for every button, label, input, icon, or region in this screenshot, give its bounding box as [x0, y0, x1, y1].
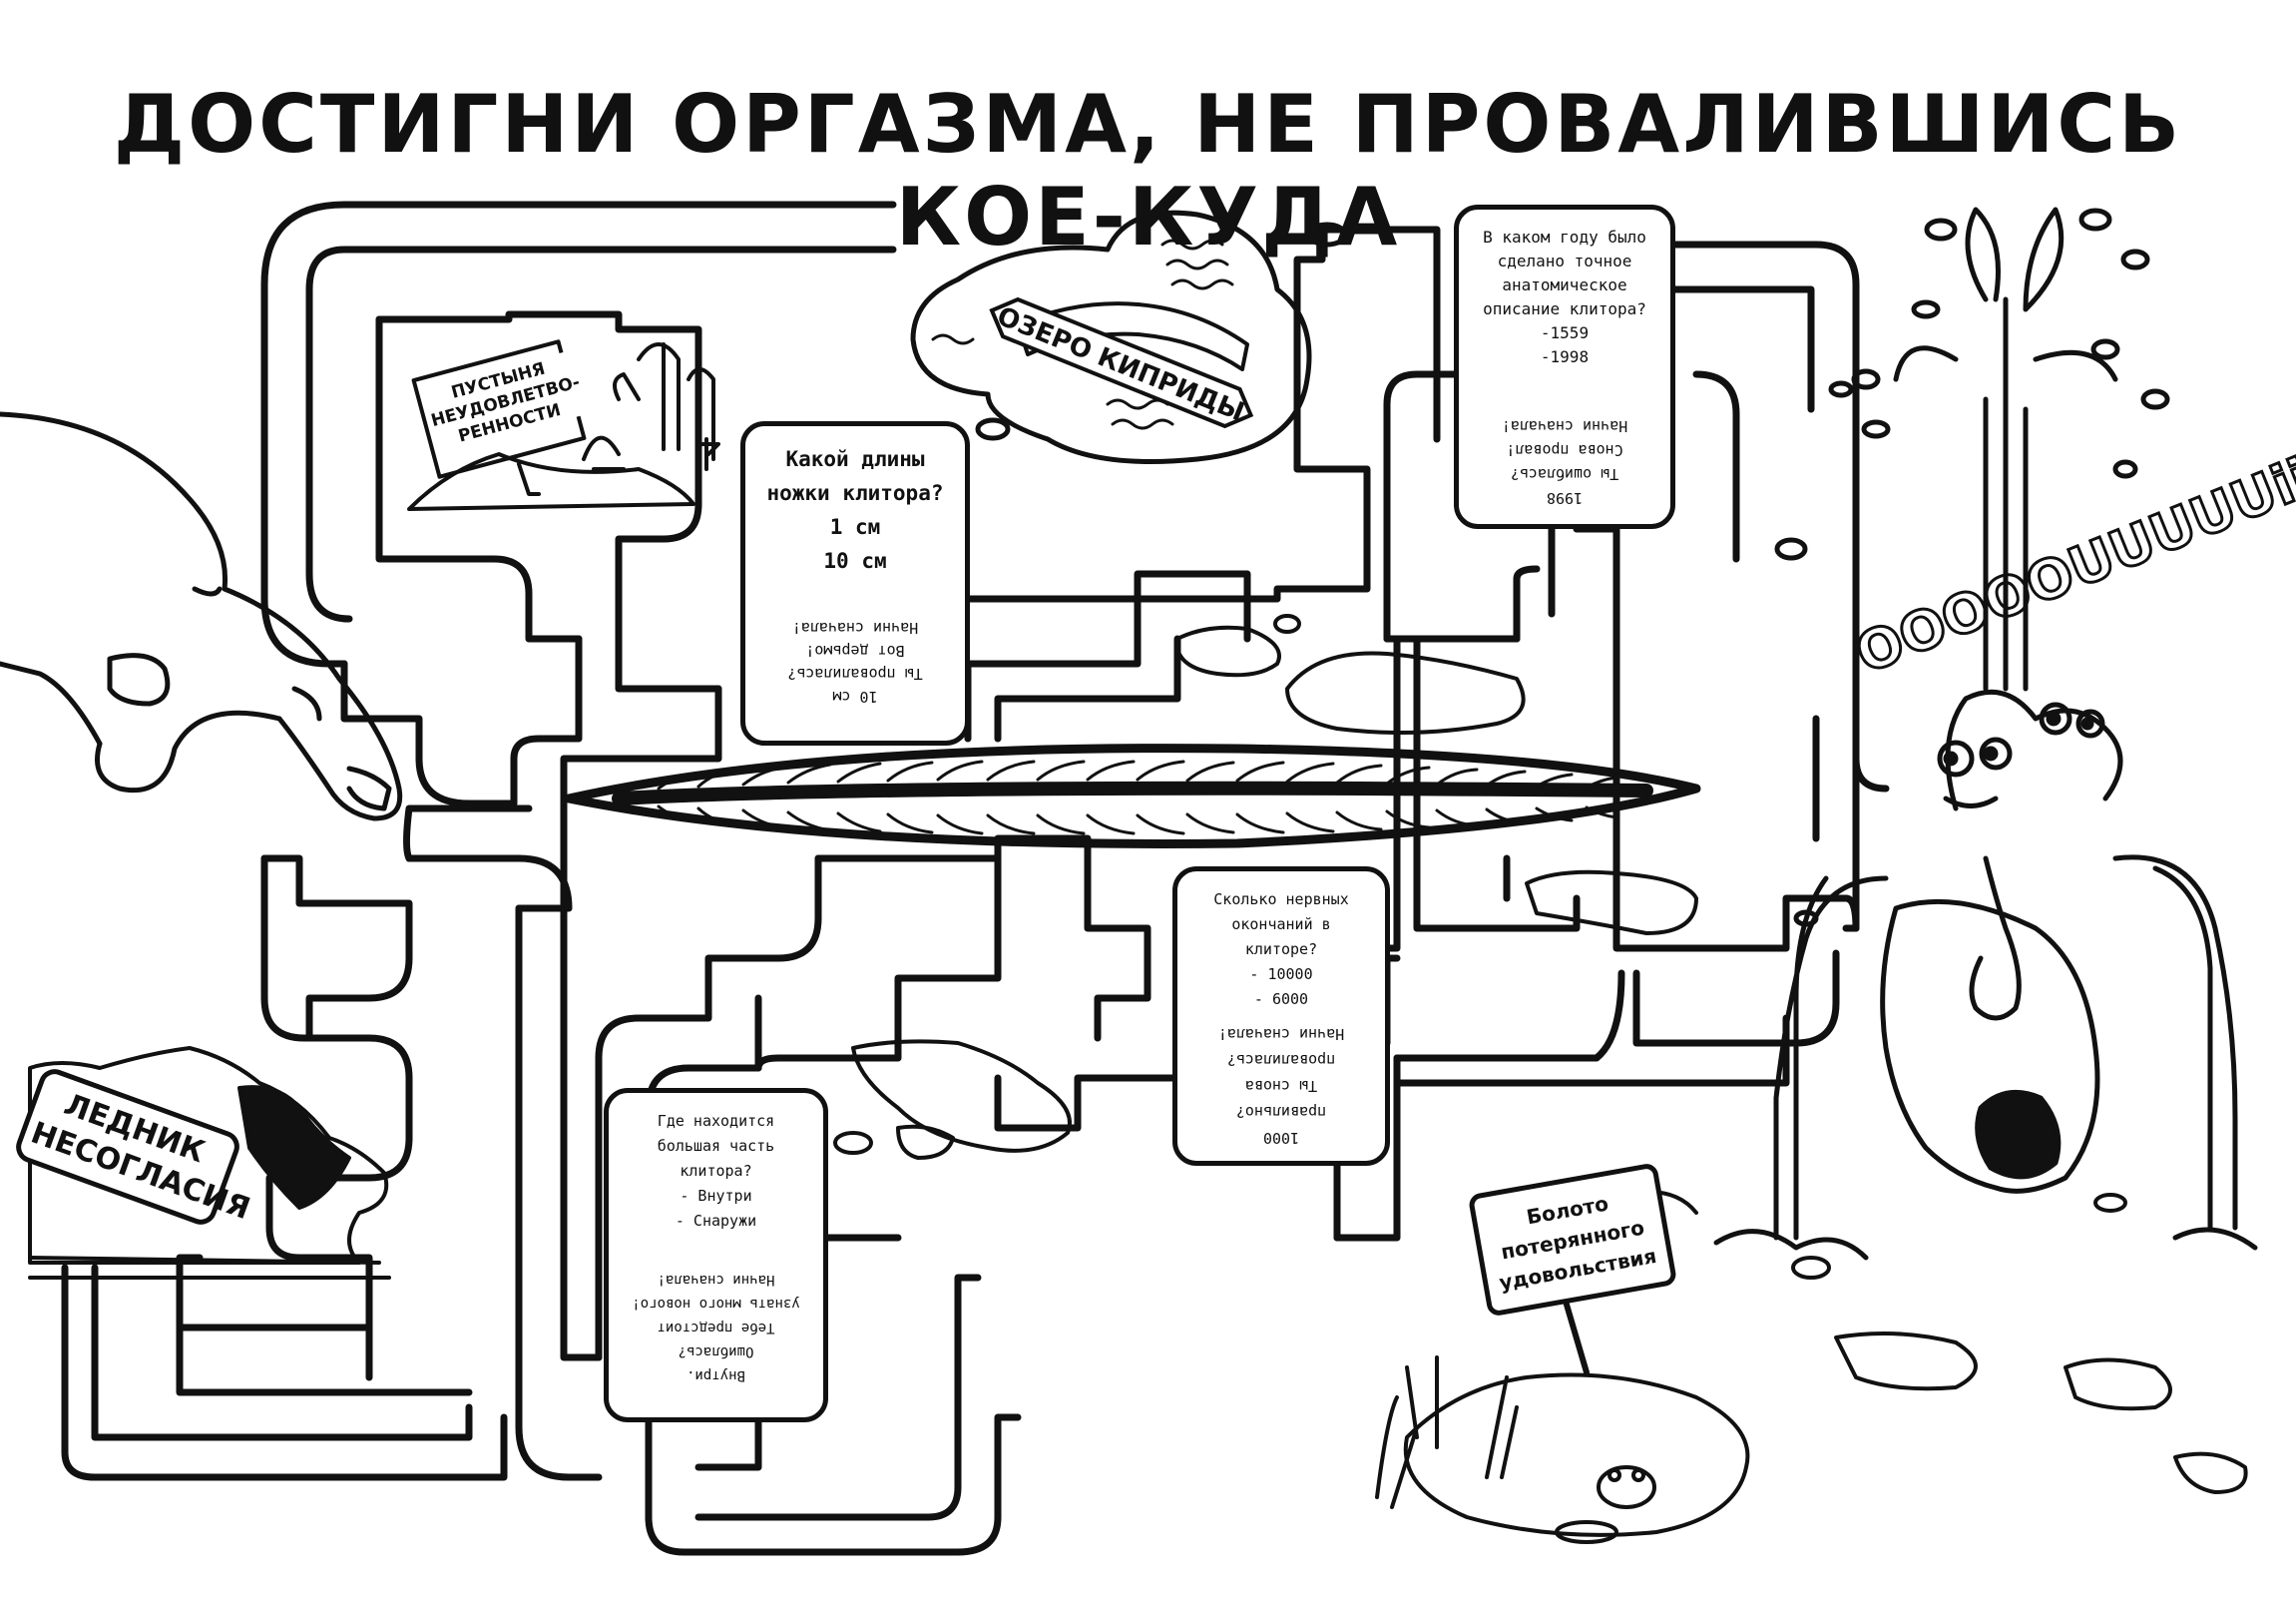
shout-text: ОООООUUUUUiiii!!!	[1846, 403, 2296, 688]
card-option[interactable]: -1559	[1540, 323, 1590, 342]
lake-ribbon: ОЗЕРО КИПРИДЫ	[989, 296, 1254, 429]
page-title: ДОСТИГНИ ОРГАЗМА, НЕ ПРОВАЛИВШИСЬ КОЕ-КУ…	[113, 78, 2183, 264]
card-answer-upside-down: 10 см Ты провалилась? Вот дерьмо! Начни …	[787, 619, 923, 706]
card-option[interactable]: - Внутри	[680, 1187, 752, 1205]
glacier-drawing	[28, 1046, 391, 1280]
card-option[interactable]: -1998	[1540, 347, 1590, 366]
card-option[interactable]: - 6000	[1253, 990, 1309, 1008]
card-question: Где находится большая часть клитора?	[657, 1112, 775, 1180]
card-question: Какой длины ножки клитора?	[766, 447, 944, 505]
card-question: В каком году было сделано точное анатоми…	[1483, 228, 1646, 318]
card-answer-upside-down: Внутри. Ошиблась? Тебе предстоит узнать …	[632, 1272, 800, 1383]
pointing-hand-drawing	[0, 411, 403, 821]
swamp-drawing	[1375, 1285, 1750, 1544]
card-answer-upside-down: 1000 правильно? Ты снова провалилась? На…	[1217, 1025, 1345, 1147]
puddles-drawing	[833, 614, 2248, 1494]
card-option[interactable]: 10 см	[823, 549, 887, 573]
lake-label: ОЗЕРО КИПРИДЫ	[993, 301, 1248, 428]
card-option[interactable]: 1 см	[829, 515, 881, 539]
shout-label: ОООООUUUUUiiii!!!	[1847, 404, 2296, 686]
card-option[interactable]: - 10000	[1249, 965, 1313, 983]
fountain-character-drawing	[1713, 207, 2258, 1261]
quiz-card-legs[interactable]: Какой длины ножки клитора? 1 см 10 см 10…	[740, 421, 970, 746]
quiz-card-nerves[interactable]: Сколько нервных окончаний в клиторе? - 1…	[1172, 866, 1390, 1166]
card-question: Сколько нервных окончаний в клиторе?	[1213, 890, 1349, 958]
quiz-card-year[interactable]: В каком году было сделано точное анатоми…	[1454, 205, 1675, 529]
clitoris-drawing	[564, 744, 1701, 848]
card-answer-upside-down: 1998 Ты ошиблась? Снова провал! Начни сн…	[1501, 417, 1628, 507]
card-option[interactable]: - Снаружи	[675, 1212, 757, 1230]
quiz-card-where[interactable]: Где находится большая часть клитора? - В…	[604, 1088, 828, 1422]
